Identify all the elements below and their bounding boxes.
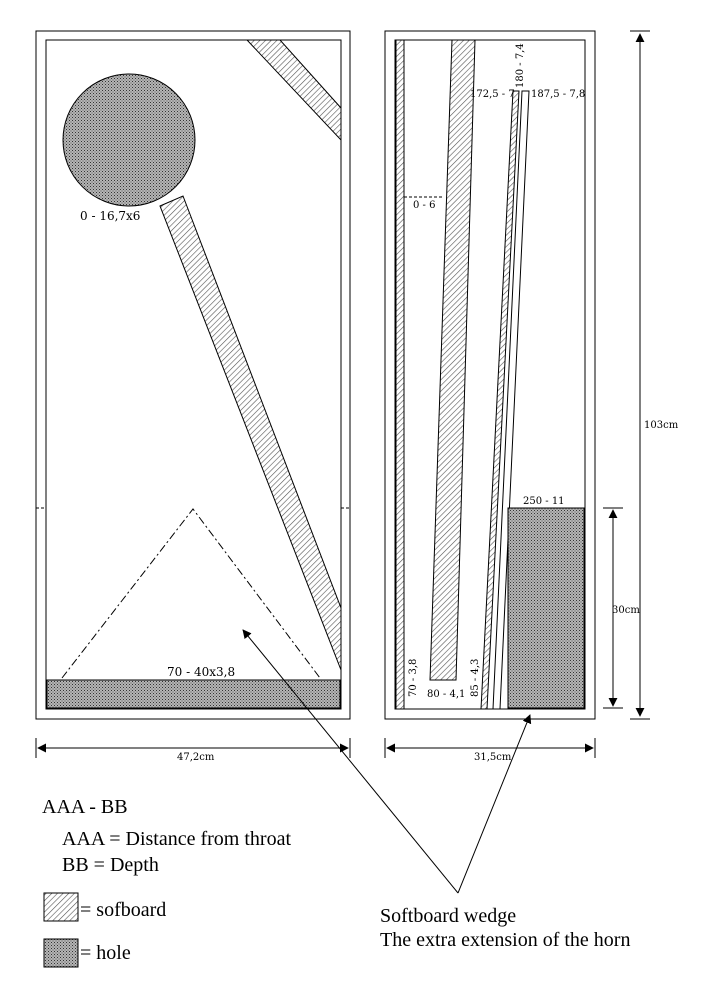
left-view: 0 - 16,7x6 70 - 40x3,8 47,2cm [35, 30, 351, 763]
main-baffle [429, 39, 476, 681]
wedge-callout: Softboard wedge The extra extension of t… [242, 629, 630, 951]
callout-line-left [242, 629, 459, 894]
wedge-outline [61, 508, 321, 679]
diagonal-board [159, 195, 342, 671]
label-180: 180 - 7,4 [515, 43, 526, 88]
label-172: 172,5 - 7 [470, 89, 515, 100]
legend-aaa: AAA = Distance from throat [62, 828, 291, 850]
back-panel-strip [395, 39, 405, 710]
bottom-board-label: 70 - 40x3,8 [167, 665, 235, 679]
right-inner-frame [394, 39, 586, 710]
label-80: 80 - 4,1 [427, 689, 465, 700]
bottom-board [46, 679, 341, 709]
right-width-label: 31,5cm [474, 752, 512, 763]
sub-height-label: 30cm [612, 605, 640, 616]
left-width-label: 47,2cm [177, 752, 215, 763]
label-85: 85 - 4,3 [470, 659, 481, 697]
legend-format: AAA - BB [42, 796, 128, 818]
right-outer-frame [384, 30, 596, 720]
label-0-6: 0 - 6 [413, 200, 435, 211]
left-inner-frame [45, 39, 342, 710]
legend-hole-swatch [43, 938, 79, 968]
thin-wedge [480, 90, 520, 710]
legend-softboard-label: = sofboard [80, 899, 166, 921]
label-70: 70 - 3,8 [408, 659, 419, 697]
legend-bb: BB = Depth [62, 854, 159, 876]
height-label: 103cm [644, 420, 679, 431]
label-187: 187,5 - 7,8 [531, 89, 585, 100]
right-view: 0 - 6 172,5 - 7 180 - 7,4 187,5 - 7,8 25… [384, 30, 679, 763]
note-line2: The extra extension of the horn [380, 929, 630, 951]
throat-hole [62, 73, 196, 207]
thin-board [492, 90, 530, 710]
top-right-wedge [245, 39, 342, 142]
label-250: 250 - 11 [523, 496, 565, 507]
legend-softboard-swatch [43, 892, 79, 922]
legend: AAA - BB AAA = Distance from throat BB =… [42, 796, 291, 968]
chamber-hole [507, 507, 585, 709]
circle-label: 0 - 16,7x6 [80, 209, 140, 223]
note-line1: Softboard wedge [380, 905, 516, 927]
left-outer-frame [35, 30, 351, 720]
legend-hole-label: = hole [80, 942, 131, 964]
callout-line-right [457, 714, 532, 894]
